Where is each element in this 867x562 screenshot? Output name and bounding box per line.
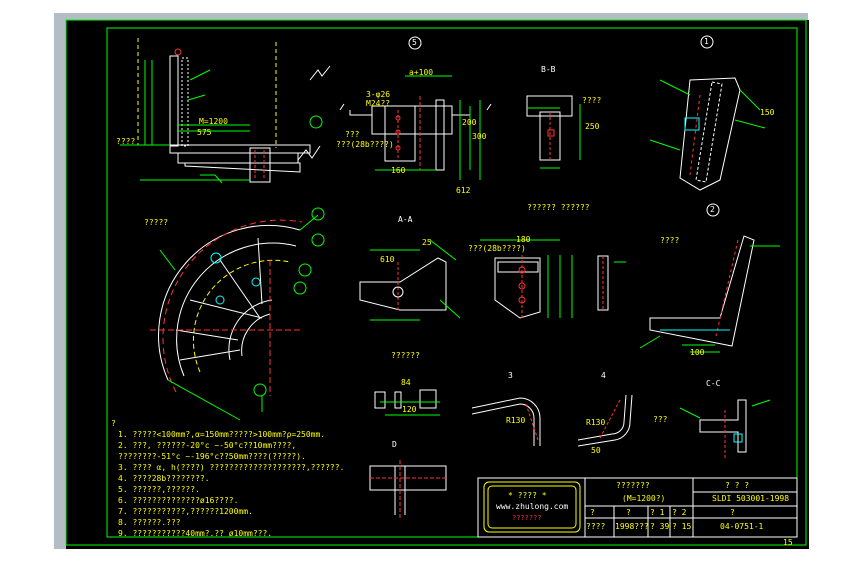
callout-1: ???? — [116, 137, 136, 146]
inner-border — [106, 27, 798, 538]
note-item: 8. ??????.??? — [118, 518, 181, 527]
tb-row-b: ? — [626, 508, 631, 517]
standard-header: ? ? ? — [725, 481, 750, 490]
tb-row-c: ? 1 — [650, 508, 665, 517]
stamp-red: ??????? — [512, 514, 542, 522]
callout-5: ????? — [144, 218, 169, 227]
ring-plan-view — [150, 207, 325, 421]
callout-8: ???? — [660, 236, 680, 245]
dim-a100: a+100 — [409, 68, 434, 77]
drawing-sub: (M=1200?) — [622, 494, 666, 503]
part-title: ?????? — [391, 351, 420, 360]
note-item: 1. ?????<100mm?,α=150mm?????>100mm?ρ=250… — [118, 430, 326, 439]
dim-r130-b: R130 — [586, 418, 606, 427]
dim-r130-a: R130 — [506, 416, 526, 425]
view-aa-label: A-A — [398, 215, 413, 224]
tb-page: ? 15 — [672, 522, 692, 531]
tb-row-a: ? — [590, 508, 595, 517]
drawing-name: ??????? — [616, 481, 650, 490]
callout-7: ??? — [653, 415, 668, 424]
tb-date: 1998??? — [615, 522, 649, 531]
note-item: 7. ???????????,??????1200mm. — [118, 507, 253, 516]
dim-150: 150 — [760, 108, 775, 117]
tb-row-d: ? 2 — [672, 508, 687, 517]
dim-575: 575 — [197, 128, 212, 137]
view-4-label: 4 — [601, 371, 606, 380]
dim-610: 610 — [380, 255, 395, 264]
title-block — [477, 477, 798, 538]
stamp-stars: * ???? * — [508, 491, 547, 500]
callout-4: ???? — [582, 96, 602, 105]
note-item: ????????-51°c ~-196°c??50mm????(?????). — [118, 452, 306, 461]
callout-3: ???(28b????) — [336, 140, 394, 149]
callout-6: ???(28b????) — [468, 244, 526, 253]
part-sections — [369, 389, 447, 520]
outer-border — [65, 19, 807, 546]
dim-250: 250 — [585, 122, 600, 131]
note-item: 3. ???? α, h(????) ????????????????????,… — [118, 463, 345, 472]
callout-2: ??? — [345, 130, 360, 139]
tb-date-label: ???? — [586, 522, 606, 531]
note-item: 5. ??????,??????. — [118, 485, 200, 494]
tb-row-e: ? — [730, 508, 735, 517]
view-2 — [639, 203, 780, 353]
detail-title: ?????? ?????? — [527, 203, 590, 212]
view-d-label: D — [392, 440, 397, 449]
note-item: 4. ????28b????????. — [118, 474, 210, 483]
dim-160: 160 — [391, 166, 406, 175]
view-3-label: 3 — [508, 371, 513, 380]
notes-heading: ? — [111, 419, 116, 428]
sheet-number: 15 — [783, 538, 793, 547]
dim-m24: M24?? — [366, 99, 391, 108]
dim-120: 120 — [402, 405, 417, 414]
note-item: 9. ???????????40mm?.?? ø10mm???. — [118, 529, 273, 538]
view-5-label: 5 — [412, 38, 417, 47]
view-bb-label: B-B — [541, 65, 556, 74]
dim-25: 25 — [422, 238, 432, 247]
dim-200: 200 — [462, 118, 477, 127]
dim-300: 300 — [472, 132, 487, 141]
dim-100: 100 — [690, 348, 705, 357]
note-item: 6. ??????????????ø16????. — [118, 496, 239, 505]
dim-180: 180 — [516, 235, 531, 244]
stamp-site: www.zhulong.com — [496, 502, 569, 511]
tb-version: ? 39 — [650, 522, 670, 531]
standard-code: SLDI 503001-1998 — [712, 494, 790, 503]
note-item: 2. ???, ??????-20°c ~-50°c??10mm????, — [118, 441, 297, 450]
bent-bars — [471, 394, 633, 447]
detail-plate — [480, 239, 626, 320]
section-bb — [526, 95, 581, 169]
dim-612: 612 — [456, 186, 471, 195]
drawing-number: 04-0751-1 — [720, 522, 764, 531]
dim-50: 50 — [591, 446, 601, 455]
view-cc-label: C-C — [706, 379, 721, 388]
view-1 — [649, 35, 766, 191]
dim-84: 84 — [401, 378, 411, 387]
dim-3phi26: 3-φ26 — [366, 90, 391, 99]
elevation-view — [120, 38, 331, 184]
dim-m1200: M=1200 — [199, 117, 228, 126]
drawing-area — [66, 20, 809, 549]
view-2-label: 2 — [710, 205, 715, 214]
section-aa — [359, 239, 461, 321]
section-cc — [679, 399, 771, 460]
view-5 — [339, 36, 492, 180]
view-1-label: 1 — [704, 37, 709, 46]
